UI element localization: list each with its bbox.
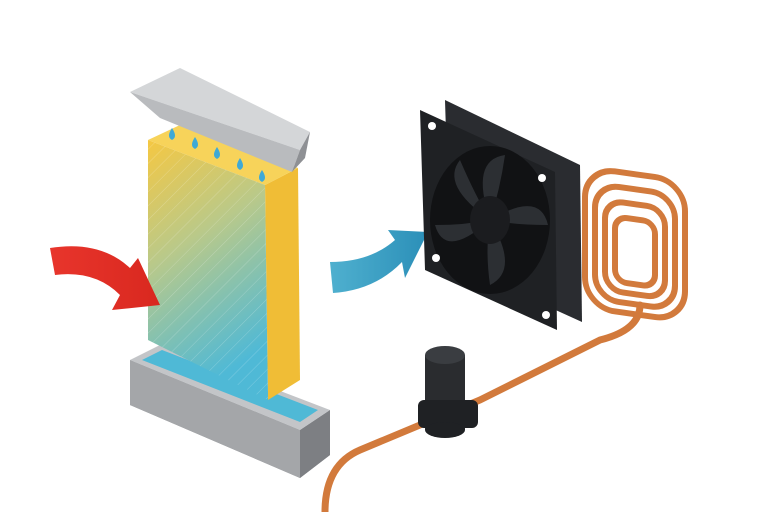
water-tray — [130, 345, 330, 478]
water-pump — [418, 346, 478, 438]
copper-pipe — [321, 301, 644, 512]
cool-air-arrow — [330, 230, 428, 293]
water-droplet — [169, 128, 175, 140]
water-droplet — [214, 147, 220, 159]
tray-water — [142, 350, 318, 422]
cooling-pad — [148, 125, 300, 400]
copper-coil — [582, 168, 688, 321]
water-droplets — [169, 128, 265, 182]
water-droplet — [259, 170, 265, 182]
water-droplet — [192, 137, 198, 149]
water-droplet — [237, 158, 243, 170]
hot-air-arrow — [50, 246, 160, 310]
fan — [420, 100, 582, 330]
water-trough — [130, 68, 310, 172]
